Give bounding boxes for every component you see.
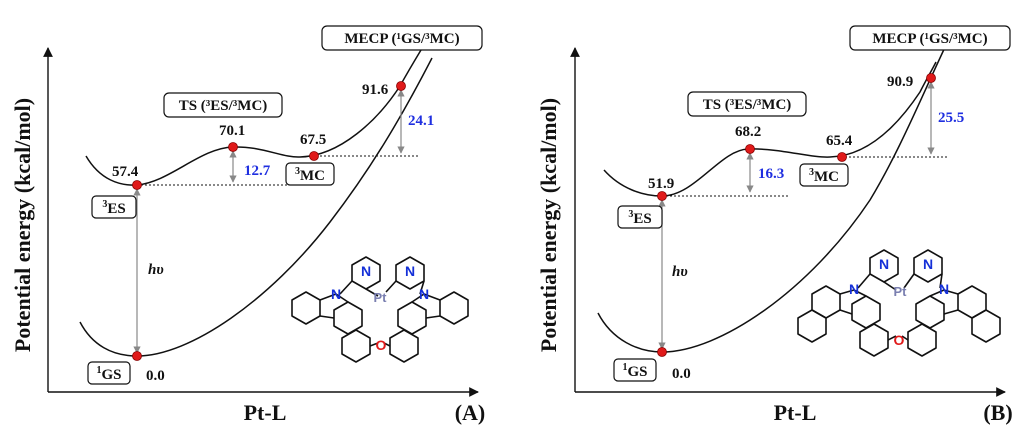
- gs-label-box: 1GS: [87, 361, 131, 385]
- n-atom: N: [879, 256, 889, 272]
- n-atom: N: [405, 263, 415, 279]
- ts-point: [228, 142, 238, 152]
- svg-text:1GS: 1GS: [622, 362, 647, 380]
- ring-lower-left: [341, 329, 371, 363]
- o-atom: O: [894, 332, 905, 348]
- ground-state-curve: [79, 57, 433, 357]
- phenyl-ring-left: [333, 301, 363, 335]
- y-axis-label: Potential energy (kcal/mol): [10, 98, 35, 352]
- svg-text:3MC: 3MC: [295, 166, 325, 184]
- ts-barrier-value: 16.3: [758, 166, 784, 182]
- svg-text:MECP (¹GS/³MC): MECP (¹GS/³MC): [872, 31, 987, 47]
- x-axis-label: Pt-L: [244, 400, 287, 425]
- naphtho-ring-left-2: [797, 309, 827, 343]
- ts-point: [745, 144, 755, 154]
- mecp-barrier-value: 24.1: [408, 113, 434, 129]
- phenyl-ring-right: [397, 301, 427, 335]
- panel-b: Potential energy (kcal/mol) Pt-L (B) hυ …: [536, 25, 1013, 425]
- naphtho-ring-right-2: [971, 309, 1001, 343]
- excitation-label: hυ: [672, 264, 688, 280]
- ts-energy: 70.1: [219, 123, 245, 139]
- mc-energy: 65.4: [826, 133, 853, 149]
- svg-text:3ES: 3ES: [628, 209, 651, 227]
- ts-energy: 68.2: [735, 124, 761, 140]
- mc-label-box: 3MC: [285, 162, 335, 186]
- benzo-ring-left: [291, 291, 321, 325]
- n-atom: N: [361, 263, 371, 279]
- ts-label-box: TS (³ES/³MC): [163, 92, 283, 118]
- svg-text:1GS: 1GS: [96, 365, 121, 383]
- ring-lower-right: [389, 329, 419, 363]
- mecp-point: [926, 73, 936, 83]
- ground-state-curve: [597, 42, 948, 353]
- gs-point: [132, 351, 142, 361]
- gs-energy: 0.0: [146, 368, 165, 384]
- phenyl-ring-right: [915, 295, 945, 329]
- mecp-barrier-value: 25.5: [938, 110, 964, 126]
- ring-lower-left: [859, 323, 889, 357]
- pt-atom: Pt: [374, 290, 388, 305]
- mc-label-box: 3MC: [799, 163, 849, 187]
- benzo-ring-right: [439, 291, 469, 325]
- ts-label-box: TS (³ES/³MC): [687, 91, 807, 117]
- mecp-energy: 90.9: [887, 74, 913, 90]
- n-atom: N: [923, 256, 933, 272]
- y-axis-label: Potential energy (kcal/mol): [536, 98, 561, 352]
- mc-point: [309, 151, 319, 161]
- molecule-structure: N N N N Pt O: [291, 256, 469, 363]
- ring-lower-right: [907, 323, 937, 357]
- panel-label: (B): [983, 400, 1012, 425]
- panel-a: Potential energy (kcal/mol) Pt-L (A) hυ …: [10, 25, 486, 425]
- gs-label-box: 1GS: [613, 358, 657, 382]
- pt-atom: Pt: [894, 284, 908, 299]
- svg-text:3MC: 3MC: [809, 167, 839, 185]
- mecp-energy: 91.6: [362, 82, 389, 98]
- mecp-label-box: MECP (¹GS/³MC): [321, 25, 483, 51]
- gs-energy: 0.0: [672, 366, 691, 382]
- svg-text:TS (³ES/³MC): TS (³ES/³MC): [703, 97, 792, 113]
- x-axis-label: Pt-L: [774, 400, 817, 425]
- svg-text:3ES: 3ES: [102, 199, 125, 217]
- o-atom: O: [376, 337, 387, 353]
- n-atom: N: [331, 286, 341, 302]
- ts-barrier-value: 12.7: [244, 163, 271, 179]
- es-point: [132, 180, 142, 190]
- es-point: [657, 191, 667, 201]
- mecp-point: [396, 81, 406, 91]
- n-atom: N: [419, 286, 429, 302]
- molecule-structure: N N N N Pt O: [797, 249, 1001, 357]
- es-label-box: 3ES: [617, 205, 663, 229]
- n-atom: N: [849, 281, 859, 297]
- mc-point: [837, 152, 847, 162]
- svg-text:MECP (¹GS/³MC): MECP (¹GS/³MC): [344, 31, 459, 47]
- phenyl-ring-left: [851, 295, 881, 329]
- svg-text:TS (³ES/³MC): TS (³ES/³MC): [179, 98, 268, 114]
- es-energy: 51.9: [648, 176, 674, 192]
- es-energy: 57.4: [112, 164, 139, 180]
- n-atom: N: [939, 281, 949, 297]
- panel-label: (A): [455, 400, 486, 425]
- es-label-box: 3ES: [91, 195, 137, 219]
- gs-point: [657, 347, 667, 357]
- mc-energy: 67.5: [300, 132, 326, 148]
- mecp-label-box: MECP (¹GS/³MC): [849, 25, 1011, 51]
- excitation-label: hυ: [148, 262, 164, 278]
